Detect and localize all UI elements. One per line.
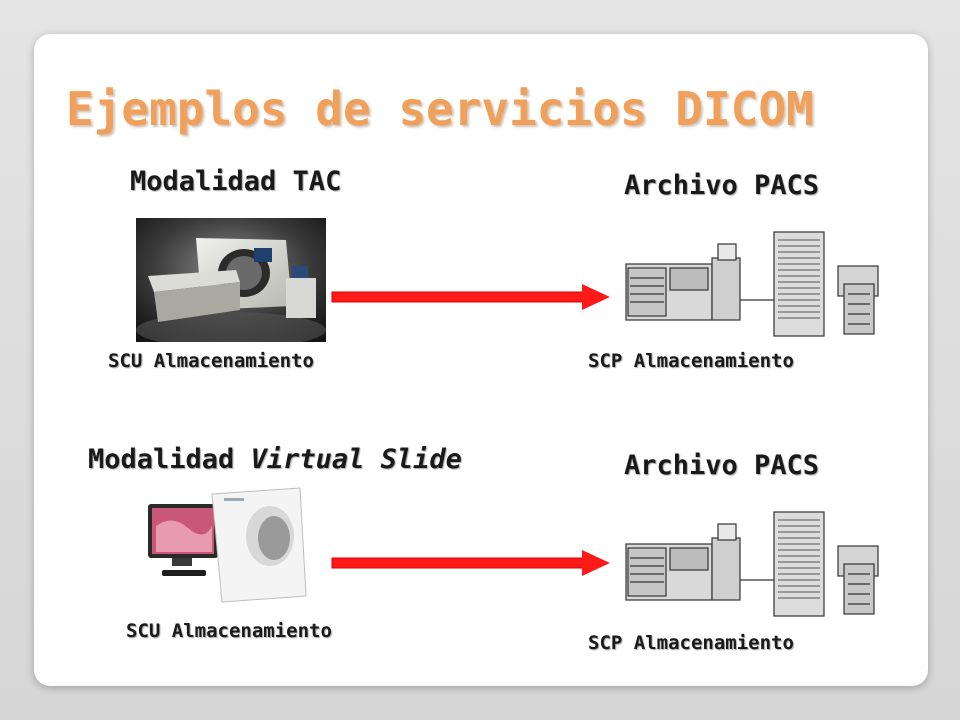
virtual-slide-modality-title: Modalidad Virtual Slide [88,444,462,475]
virtual-slide-word: Virtual Slide [250,444,462,475]
pacs-archive-title-2: Archivo PACS [624,450,820,481]
pacs-server-image-2 [625,511,879,617]
storage-arrow-1 [331,284,610,310]
slide-title: Ejemplos de servicios DICOM [66,82,814,136]
ct-modality-title: Modalidad TAC [130,166,342,197]
ct-scu-role: SCU Almacenamiento [108,350,314,372]
virtual-slide-scu-role: SCU Almacenamiento [126,620,332,642]
modality-word: Modalidad [88,444,251,475]
pacs-archive-title-1: Archivo PACS [624,170,820,201]
storage-arrow-2 [331,550,610,576]
pacs-server-image-1 [625,231,879,337]
pacs-scp-role-1: SCP Almacenamiento [588,350,794,372]
ct-scanner-image [136,218,326,342]
pacs-scp-role-2: SCP Almacenamiento [588,632,794,654]
slide-scanner-image [148,487,307,603]
